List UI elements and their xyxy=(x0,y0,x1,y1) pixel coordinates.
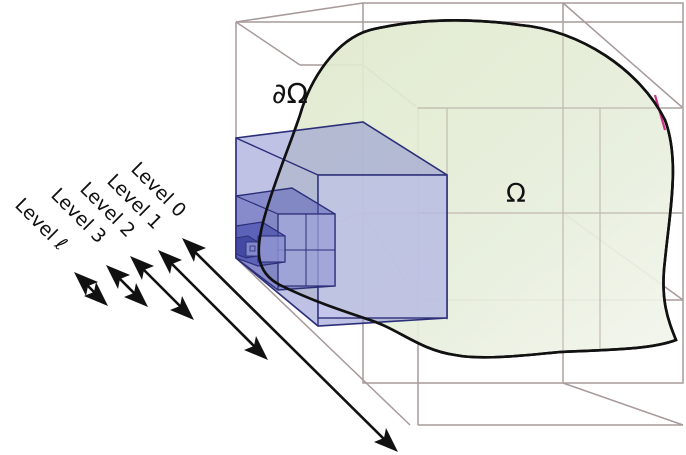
domain-omega-outline xyxy=(257,18,678,359)
level-l-arrow xyxy=(74,272,108,306)
level-0-arrow xyxy=(182,238,398,452)
level-arrows xyxy=(74,238,398,452)
boundary-label: ∂Ω xyxy=(272,77,308,110)
level-3-arrow xyxy=(106,265,148,307)
domain-label: Ω xyxy=(506,179,526,209)
octree-level-3 xyxy=(235,235,259,259)
level-2-arrow xyxy=(130,256,194,320)
level-1-arrow xyxy=(158,250,268,360)
